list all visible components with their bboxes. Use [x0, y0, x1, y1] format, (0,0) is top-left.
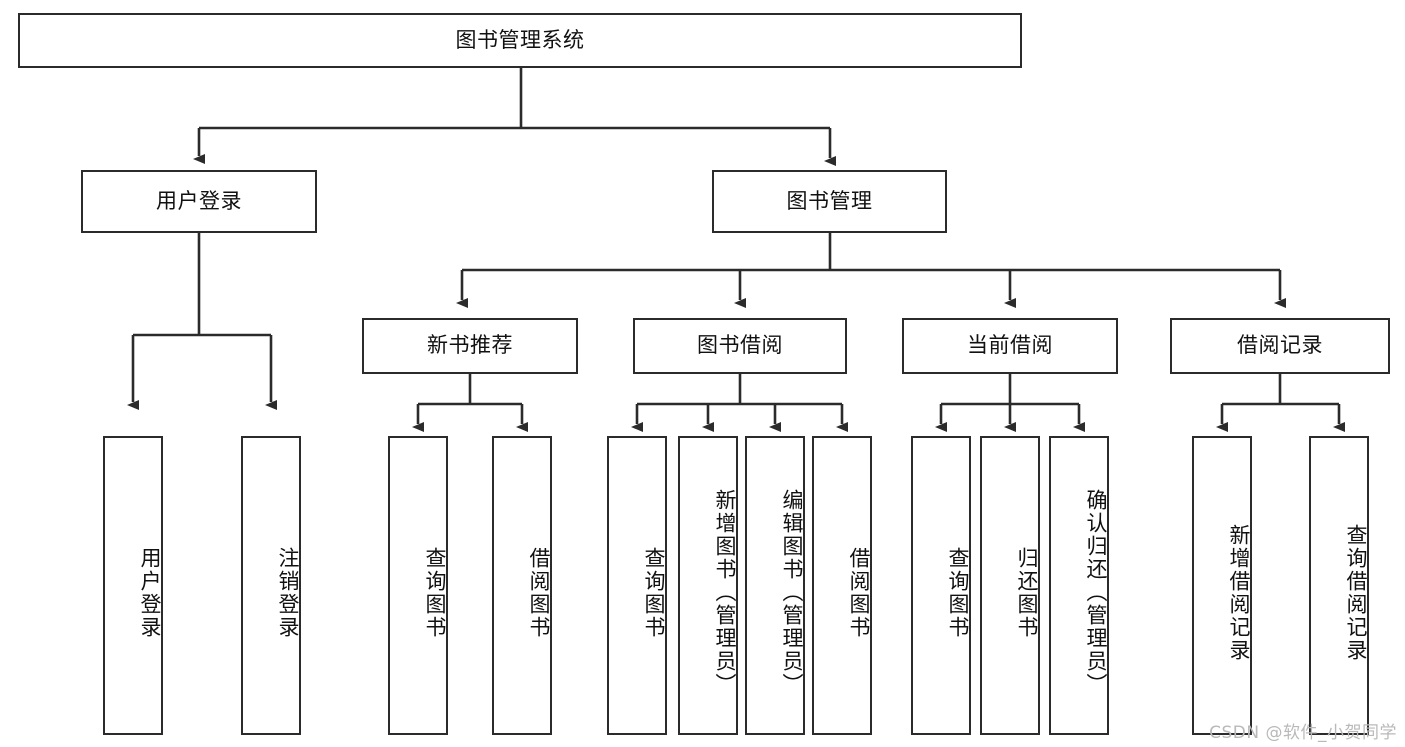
node-user-login[interactable]: 用户登录 [81, 170, 317, 233]
leaf-borrow-edit-book-admin[interactable]: 编辑图书（管理员） [745, 436, 805, 735]
node-label: 图书管理 [786, 188, 873, 213]
leaf-borrow-query-book[interactable]: 查询图书 [607, 436, 667, 735]
node-label: 查询图书 [642, 546, 666, 639]
node-label: 借阅图书 [527, 546, 551, 639]
node-label: 确认归还（管理员） [1084, 489, 1108, 696]
leaf-recommend-borrow-book[interactable]: 借阅图书 [492, 436, 552, 735]
node-label: 归还图书 [1015, 546, 1039, 639]
leaf-current-return-book[interactable]: 归还图书 [980, 436, 1040, 735]
leaf-user-login-login[interactable]: 用户登录 [103, 436, 163, 735]
leaf-borrow-add-book-admin[interactable]: 新增图书（管理员） [678, 436, 738, 735]
node-label: 用户登录 [156, 188, 242, 213]
node-label: 新增借阅记录 [1227, 523, 1251, 662]
node-label: 借阅图书 [847, 546, 871, 639]
node-borrow-record[interactable]: 借阅记录 [1170, 318, 1390, 374]
node-label: 新书推荐 [427, 333, 513, 358]
node-label: 编辑图书（管理员） [780, 489, 804, 696]
node-label: 查询图书 [423, 546, 447, 639]
node-root-book-management-system[interactable]: 图书管理系统 [18, 13, 1022, 68]
node-label: 查询借阅记录 [1344, 523, 1368, 662]
node-book-borrow[interactable]: 图书借阅 [633, 318, 847, 374]
node-label: 图书管理系统 [455, 27, 585, 52]
leaf-user-login-logout[interactable]: 注销登录 [241, 436, 301, 735]
node-label: 新增图书（管理员） [713, 489, 737, 696]
leaf-recommend-query-book[interactable]: 查询图书 [388, 436, 448, 735]
node-label: 查询图书 [946, 546, 970, 639]
node-new-book-recommend[interactable]: 新书推荐 [362, 318, 578, 374]
node-label: 注销登录 [276, 546, 300, 639]
csdn-watermark: CSDN @软件_小贺同学 [1209, 723, 1397, 743]
node-label: 当前借阅 [967, 333, 1053, 358]
node-label: 用户登录 [138, 546, 162, 639]
node-label: 借阅记录 [1237, 333, 1323, 358]
node-current-borrow[interactable]: 当前借阅 [902, 318, 1118, 374]
leaf-current-confirm-return-admin[interactable]: 确认归还（管理员） [1049, 436, 1109, 735]
leaf-borrow-borrow-book[interactable]: 借阅图书 [812, 436, 872, 735]
node-label: 图书借阅 [697, 333, 783, 358]
leaf-record-add-record[interactable]: 新增借阅记录 [1192, 436, 1252, 735]
node-book-management[interactable]: 图书管理 [712, 170, 947, 233]
leaf-current-query-book[interactable]: 查询图书 [911, 436, 971, 735]
leaf-record-query-record[interactable]: 查询借阅记录 [1309, 436, 1369, 735]
